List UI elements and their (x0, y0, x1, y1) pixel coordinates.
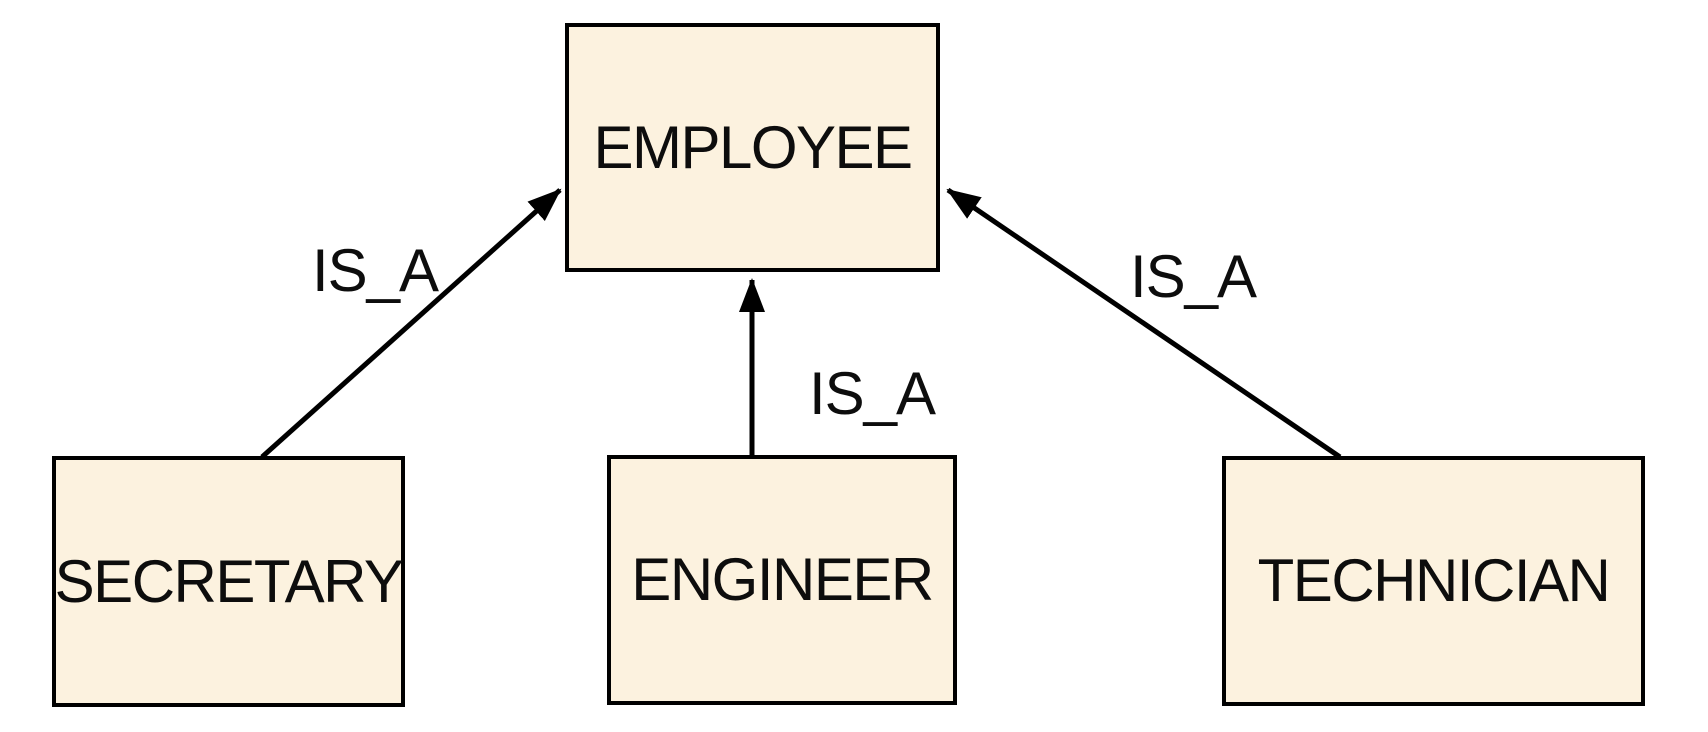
node-employee-label: EMPLOYEE (593, 113, 913, 181)
node-technician-label: TECHNICIAN (1257, 547, 1611, 614)
node-secretary-label: SECRETARY (54, 547, 404, 615)
node-engineer-label: ENGINEER (631, 546, 934, 613)
node-employee: EMPLOYEE (565, 23, 940, 272)
node-secretary: SECRETARY (52, 456, 405, 707)
edge-technician-employee (946, 187, 1342, 460)
edge-secretary-employee (260, 188, 562, 459)
node-engineer: ENGINEER (607, 455, 957, 705)
edge-label-secretary-isa: IS_A (311, 237, 439, 304)
node-technician: TECHNICIAN (1222, 456, 1645, 706)
edge-label-engineer-isa: IS_A (808, 360, 936, 427)
edge-label-technician-isa: IS_A (1129, 243, 1257, 310)
